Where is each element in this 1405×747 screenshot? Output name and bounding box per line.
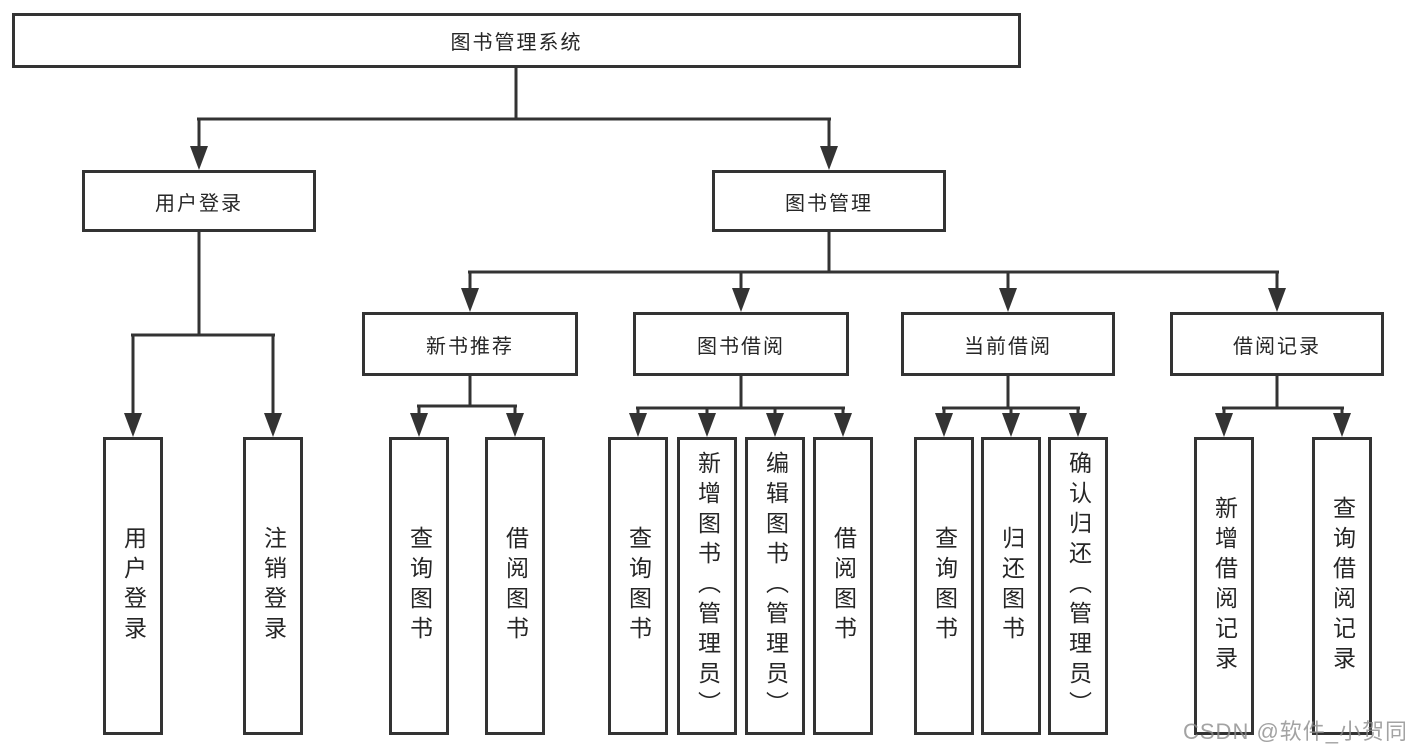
leaf-query-books-borrow: 查询图书 <box>608 437 668 735</box>
leaf-add-books-admin: 新增图书（管理员） <box>677 437 737 735</box>
node-borrowing-records: 借阅记录 <box>1170 312 1384 376</box>
leaf-return-books: 归还图书 <box>981 437 1041 735</box>
csdn-watermark: CSDN @软件_小贺同学 <box>1183 719 1405 744</box>
leaf-add-borrow-record: 新增借阅记录 <box>1194 437 1254 735</box>
leaf-user-login: 用户登录 <box>103 437 163 735</box>
leaf-borrow-books-recommend: 借阅图书 <box>485 437 545 735</box>
leaf-query-borrow-record: 查询借阅记录 <box>1312 437 1372 735</box>
node-library-management-system: 图书管理系统 <box>12 13 1021 68</box>
node-new-book-recommendation: 新书推荐 <box>362 312 578 376</box>
leaf-edit-books-admin: 编辑图书（管理员） <box>745 437 805 735</box>
leaf-query-books-recommend: 查询图书 <box>389 437 449 735</box>
leaf-logout: 注销登录 <box>243 437 303 735</box>
leaf-query-books-current: 查询图书 <box>914 437 974 735</box>
node-user-login: 用户登录 <box>82 170 316 232</box>
node-book-borrowing: 图书借阅 <box>633 312 849 376</box>
node-current-borrowing: 当前借阅 <box>901 312 1115 376</box>
leaf-borrow-books: 借阅图书 <box>813 437 873 735</box>
node-book-management: 图书管理 <box>712 170 946 232</box>
leaf-confirm-return-admin: 确认归还（管理员） <box>1048 437 1108 735</box>
